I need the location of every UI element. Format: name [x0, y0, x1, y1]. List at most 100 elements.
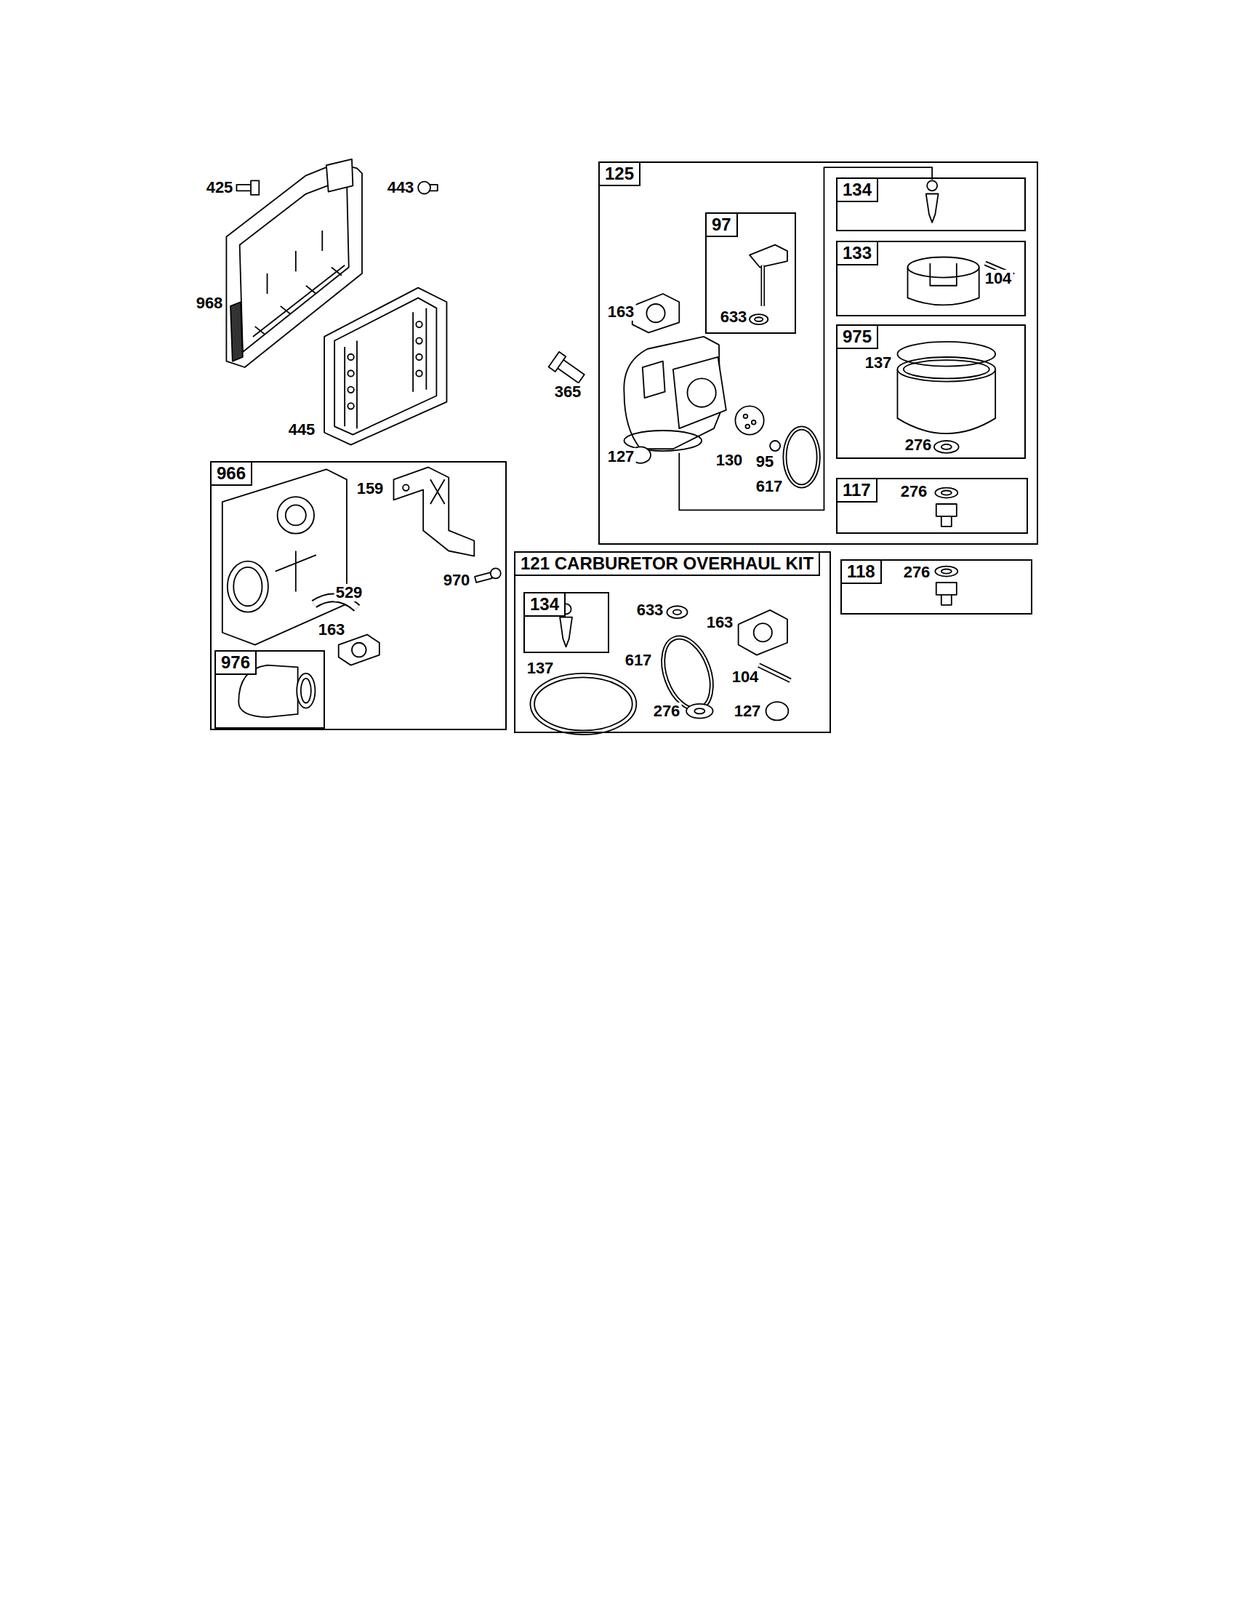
air-cleaner-base — [275, 551, 317, 592]
o-ring — [534, 676, 633, 730]
inlet-needle — [559, 617, 573, 648]
callout-number: 127 — [606, 447, 637, 466]
bolt — [548, 351, 587, 387]
callout-number: 163 — [316, 620, 347, 639]
ref-number: 133 — [837, 242, 879, 266]
subassembly-box: 134 — [523, 591, 610, 653]
callout-number: 127 — [732, 702, 763, 720]
choke-shaft — [761, 265, 764, 307]
ref-number: 966 — [211, 462, 253, 486]
callout-number: 276 — [652, 702, 682, 720]
callout-number: 968 — [194, 294, 225, 312]
o-ring — [655, 632, 719, 714]
bowl-nut — [934, 566, 958, 577]
bowl-nut — [936, 582, 957, 595]
air-filter — [324, 287, 447, 445]
ref-number: 118 — [841, 560, 882, 584]
gasket — [738, 609, 788, 656]
inlet-needle — [926, 180, 939, 223]
air-filter — [415, 337, 422, 344]
carburetor-body — [673, 356, 727, 429]
callout-number: 104 — [983, 269, 1014, 288]
choke-shaft — [760, 265, 765, 307]
float-pin — [758, 665, 791, 681]
gasket — [338, 634, 380, 666]
o-ring — [529, 673, 637, 735]
callout-number: 130 — [714, 451, 745, 469]
choke-plate — [743, 414, 749, 419]
assembly-box: 118 — [840, 559, 1033, 615]
bowl-nut — [934, 487, 958, 527]
bowl-nut — [936, 503, 957, 517]
washer — [686, 703, 713, 719]
callout-number: 276 — [899, 482, 930, 501]
bowl-nut — [941, 594, 952, 605]
air-cleaner-base — [285, 504, 307, 525]
bowl-nut — [941, 568, 952, 573]
float-bowl — [903, 359, 990, 379]
welch-plug — [766, 701, 789, 720]
callout-number: 137 — [863, 354, 894, 372]
callout-number: 159 — [355, 479, 386, 498]
air-cleaner-base — [222, 468, 347, 645]
air-filter — [347, 370, 354, 376]
carburetor-body — [623, 336, 726, 451]
callout-number: 425 — [205, 178, 235, 197]
callout-number: 443 — [386, 178, 416, 197]
gasket — [753, 623, 773, 642]
bowl-nut — [941, 516, 952, 527]
float-pin — [758, 665, 791, 681]
gasket — [646, 303, 665, 323]
assembly-box: 125 97 134 133 975 117 — [598, 161, 1039, 545]
o-ring — [786, 429, 818, 485]
washer — [666, 605, 688, 618]
float-bowl — [897, 356, 996, 382]
gasket — [738, 609, 788, 656]
gasket — [338, 634, 380, 666]
choke-shaft — [749, 245, 788, 307]
air-filter — [347, 402, 354, 409]
screw — [236, 180, 259, 195]
bracket — [393, 466, 475, 556]
screw — [250, 180, 259, 195]
air-cleaner-base — [277, 496, 315, 534]
ref-number: 97 — [706, 213, 738, 238]
washer — [934, 440, 959, 453]
gasket — [351, 642, 367, 658]
air-cleaner-base — [222, 468, 347, 645]
primer-bulb — [300, 678, 312, 704]
choke-plate — [735, 405, 764, 435]
air-filter — [324, 287, 447, 445]
air-cleaner-base — [227, 561, 269, 613]
ref-number: 117 — [837, 479, 878, 503]
inlet-needle — [926, 194, 939, 223]
subassembly-box: 976 — [214, 649, 325, 729]
bowl-nut — [934, 487, 958, 498]
ref-number: 125 — [599, 162, 641, 187]
gasket — [632, 293, 680, 333]
washer — [749, 314, 768, 325]
primer-bulb — [296, 673, 315, 709]
callout-number: 617 — [754, 477, 785, 496]
subassembly-box: 117 — [836, 477, 1028, 534]
bracket — [402, 484, 409, 491]
air-filter — [415, 321, 422, 328]
ref-number: 975 — [837, 325, 879, 349]
o-ring — [782, 426, 821, 488]
air-filter — [334, 298, 437, 435]
air-filter — [344, 308, 427, 429]
ref-number: 134 — [837, 178, 879, 203]
air-filter — [347, 386, 354, 393]
bolt — [474, 567, 501, 583]
callout-number: 617 — [623, 651, 654, 669]
washer — [934, 440, 959, 453]
callout-number: 970 — [442, 571, 472, 589]
float — [907, 257, 979, 306]
bowl-nut — [934, 566, 958, 605]
callout-number: 276 — [903, 436, 934, 454]
o-ring — [782, 426, 821, 488]
screw — [418, 181, 431, 195]
air-cleaner-housing — [252, 230, 345, 337]
